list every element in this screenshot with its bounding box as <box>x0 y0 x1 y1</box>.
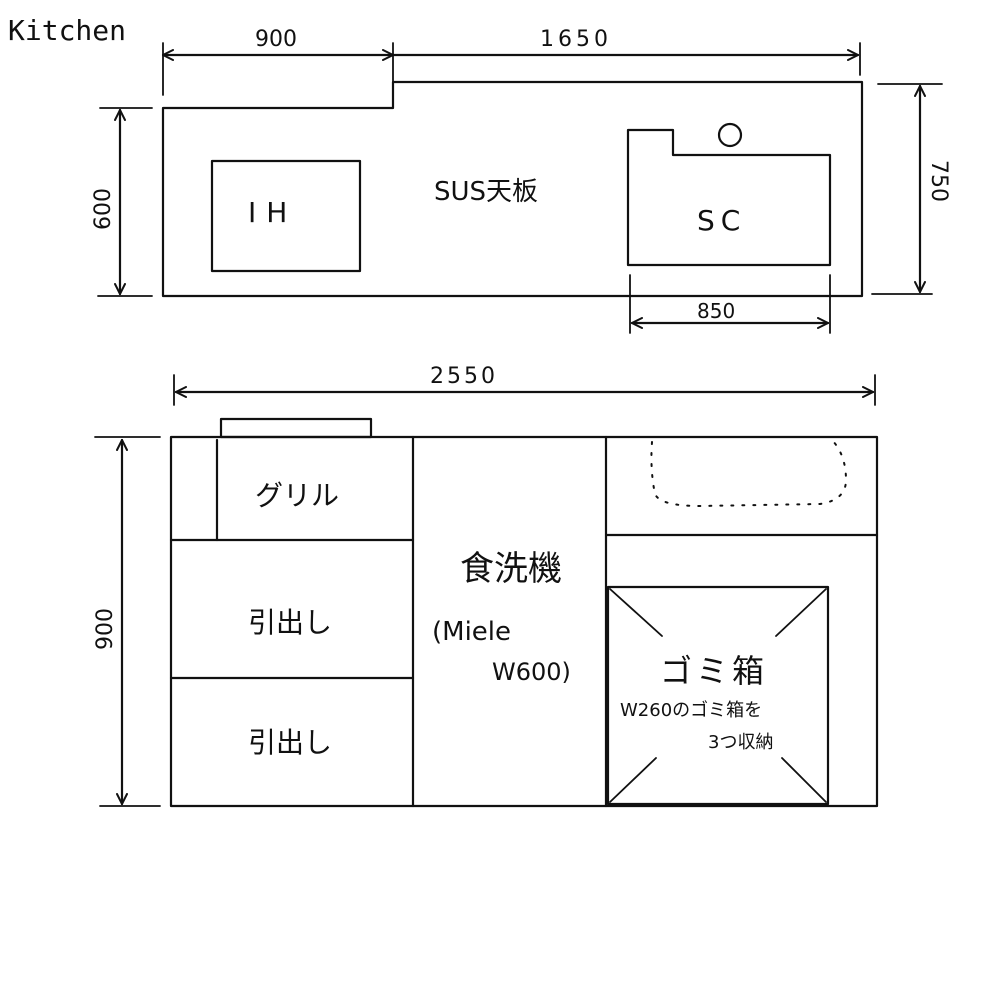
trash-cross-tl <box>609 588 663 637</box>
elevation-view: 2550 900 グリル 引出し 引出し 食洗機 (Miele W600) ゴ <box>93 364 879 808</box>
drawer-2-label: 引出し <box>248 726 332 759</box>
sink-bowl <box>626 128 832 267</box>
trash-cross-tr <box>775 588 827 637</box>
trash-cross-br <box>781 757 827 803</box>
trash-bin-box <box>606 585 830 806</box>
dim-label-850: 850 <box>697 299 735 323</box>
ih-label: IH <box>248 196 297 229</box>
dishwasher-label: 食洗機 <box>460 549 562 589</box>
drawer-1-label: 引出し <box>248 606 332 639</box>
countertop-outline <box>161 80 864 298</box>
trash-note-line-2: 3つ収納 <box>708 732 773 753</box>
plan-view: 900 1650 600 750 IH SUS天板 SC 850 <box>91 27 951 334</box>
trash-cross-bl <box>609 757 657 803</box>
dim-label-900: 900 <box>255 27 297 52</box>
countertop-label: SUS天板 <box>434 177 538 207</box>
grill-handle <box>219 417 373 439</box>
trash-note-line-1: W260のゴミ箱を <box>620 700 762 721</box>
dim-label-1650: 1650 <box>540 27 612 52</box>
trash-label: ゴミ箱 <box>660 652 768 690</box>
dishwasher-model-line-2: W600) <box>492 658 571 686</box>
sketch-title: Kitchen <box>8 14 126 47</box>
grill-label: グリル <box>255 479 339 512</box>
dim-label-750: 750 <box>926 160 951 202</box>
ih-cooktop <box>210 159 362 273</box>
dim-label-height-900: 900 <box>93 608 118 650</box>
sink-bowl-hidden-line <box>650 439 848 508</box>
dim-label-2550: 2550 <box>430 364 498 389</box>
sink-label: SC <box>697 204 746 237</box>
dishwasher-model-line-1: (Miele <box>432 617 511 647</box>
cabinet-outline <box>169 435 879 808</box>
faucet-icon <box>717 122 743 148</box>
dim-label-600: 600 <box>91 188 116 230</box>
